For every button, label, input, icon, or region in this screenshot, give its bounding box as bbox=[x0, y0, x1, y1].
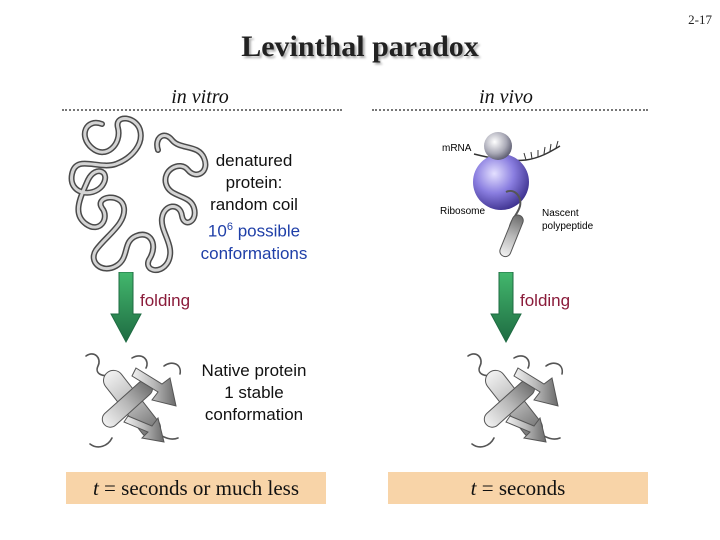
ribosome-large-subunit bbox=[473, 154, 529, 210]
denatured-line-1: denatured bbox=[215, 151, 293, 170]
native-line-3: conformation bbox=[204, 405, 304, 424]
native-protein-label: Native protein 1 stable conformation bbox=[180, 360, 328, 426]
left-time-box: t = seconds or much less bbox=[66, 472, 326, 504]
slide-number: 2-17 bbox=[688, 12, 712, 27]
ribosome-diagram: mRNA Ribosome Nascent polypeptide bbox=[440, 132, 594, 258]
right-native-protein-icon bbox=[467, 353, 564, 448]
left-folding-arrow-icon bbox=[110, 272, 142, 344]
ribosome-label: Ribosome bbox=[440, 206, 485, 217]
count-base: 10 bbox=[207, 221, 227, 241]
denatured-label: denatured protein: random coil 106 possi… bbox=[176, 150, 332, 265]
nascent-label: Nascent bbox=[542, 208, 579, 219]
in-vivo-divider bbox=[372, 109, 648, 111]
in-vitro-heading: in vitro bbox=[171, 86, 229, 108]
left-folding-label: folding bbox=[140, 291, 191, 310]
in-vitro-divider bbox=[62, 109, 342, 111]
right-folding-arrow-icon bbox=[490, 272, 522, 344]
denatured-line-3: random coil bbox=[210, 195, 298, 214]
conformation-count: 106 possible bbox=[176, 216, 332, 243]
left-time-value: = seconds or much less bbox=[98, 476, 300, 500]
right-folding-label: folding bbox=[520, 291, 571, 310]
mrna-ticks bbox=[523, 140, 559, 161]
right-time-box: t = seconds bbox=[388, 472, 648, 504]
left-time-variable: t bbox=[92, 476, 99, 500]
count-exponent: 6 bbox=[226, 221, 233, 233]
slide-title: Levinthal paradox bbox=[241, 30, 479, 63]
polypeptide-label: polypeptide bbox=[542, 221, 594, 232]
random-coil-icon bbox=[68, 115, 209, 274]
ribosome-small-subunit bbox=[484, 132, 512, 160]
native-line-1: Native protein bbox=[201, 361, 307, 380]
mrna-label: mRNA bbox=[442, 143, 472, 154]
right-time-variable: t bbox=[470, 476, 477, 500]
nascent-helix-icon bbox=[499, 214, 524, 258]
left-native-protein-icon bbox=[85, 353, 182, 448]
native-line-2: 1 stable bbox=[224, 383, 284, 402]
conformations-word: conformations bbox=[200, 243, 308, 263]
denatured-line-2: protein: bbox=[225, 173, 283, 192]
in-vivo-heading: in vivo bbox=[479, 86, 533, 108]
count-rest: possible bbox=[232, 221, 301, 241]
right-time-value: = seconds bbox=[476, 476, 566, 500]
